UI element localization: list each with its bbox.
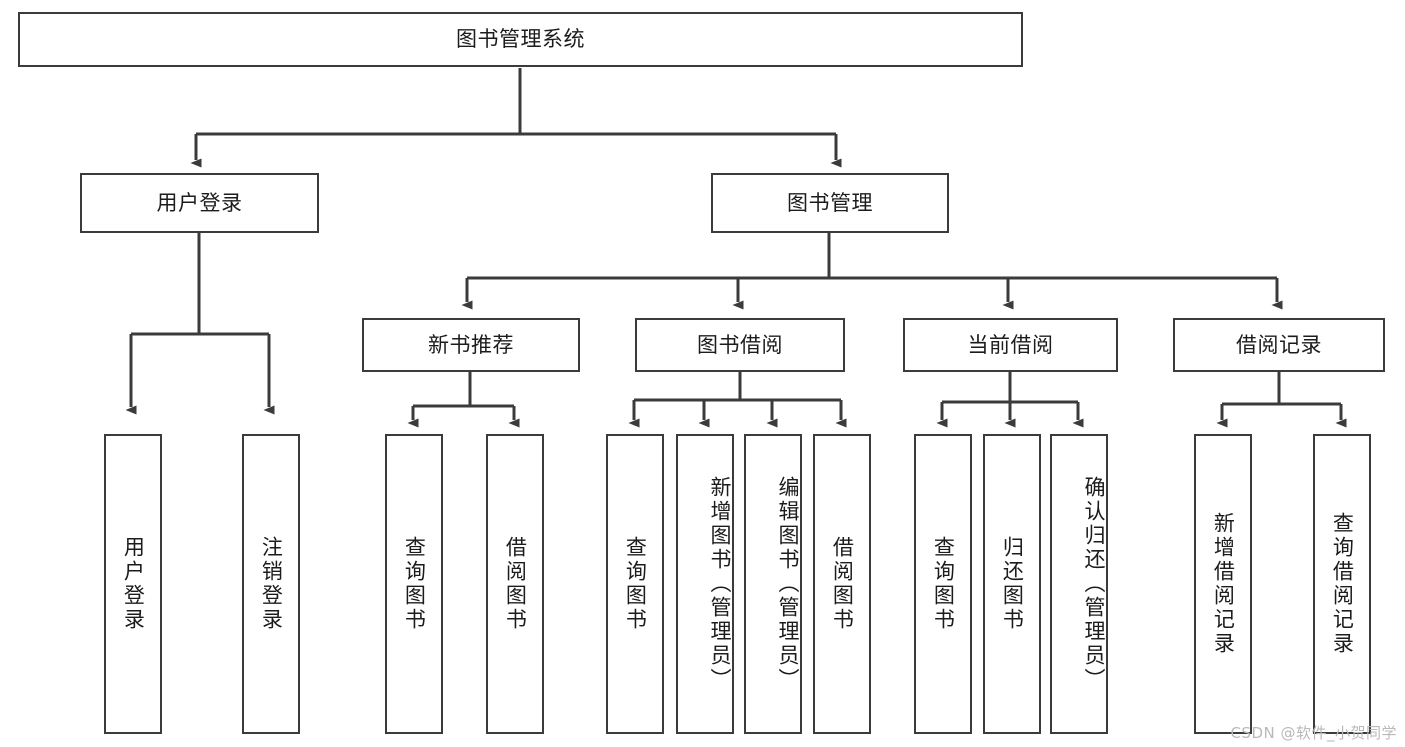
leaf-return-book-label: 归还图书	[1000, 536, 1025, 632]
leaf-query-book-current[interactable]: 查询图书	[914, 434, 972, 734]
leaf-query-borrow-record[interactable]: 查询借阅记录	[1313, 434, 1371, 734]
leaf-user-login-label: 用户登录	[121, 536, 146, 632]
node-borrow-records[interactable]: 借阅记录	[1173, 318, 1385, 372]
node-current-borrow-label: 当前借阅	[967, 332, 1054, 357]
leaf-borrow-book[interactable]: 借阅图书	[813, 434, 871, 734]
node-root[interactable]: 图书管理系统	[18, 12, 1023, 67]
leaf-confirm-return-admin-label: 确认归还（管理员）	[1082, 476, 1106, 692]
node-book-borrow-label: 图书借阅	[697, 332, 783, 357]
leaf-add-book-admin-label: 新增图书（管理员）	[708, 476, 732, 692]
node-book-management-label: 图书管理	[787, 190, 873, 215]
node-user-login[interactable]: 用户登录	[80, 173, 319, 233]
leaf-query-borrow-record-label: 查询借阅记录	[1330, 512, 1355, 656]
leaf-edit-book-admin-label: 编辑图书（管理员）	[776, 476, 800, 692]
leaf-add-borrow-record[interactable]: 新增借阅记录	[1194, 434, 1252, 734]
node-new-book-recommend[interactable]: 新书推荐	[362, 318, 580, 372]
leaf-query-book-borrow[interactable]: 查询图书	[606, 434, 664, 734]
leaf-query-book-current-label: 查询图书	[931, 536, 956, 632]
node-user-login-label: 用户登录	[156, 190, 243, 215]
leaf-return-book[interactable]: 归还图书	[983, 434, 1041, 734]
leaf-logout-label: 注销登录	[259, 536, 284, 632]
watermark: CSDN @软件_小贺同学	[1230, 724, 1397, 742]
node-current-borrow[interactable]: 当前借阅	[903, 318, 1118, 372]
leaf-query-book-recommend[interactable]: 查询图书	[385, 434, 443, 734]
leaf-logout[interactable]: 注销登录	[242, 434, 300, 734]
leaf-borrow-book-recommend-label: 借阅图书	[503, 536, 528, 632]
leaf-borrow-book-label: 借阅图书	[830, 536, 855, 632]
leaf-query-book-recommend-label: 查询图书	[402, 536, 427, 632]
leaf-edit-book-admin[interactable]: 编辑图书（管理员）	[744, 434, 802, 734]
leaf-confirm-return-admin[interactable]: 确认归还（管理员）	[1050, 434, 1108, 734]
node-book-borrow[interactable]: 图书借阅	[635, 318, 845, 372]
leaf-user-login[interactable]: 用户登录	[104, 434, 162, 734]
leaf-borrow-book-recommend[interactable]: 借阅图书	[486, 434, 544, 734]
leaf-add-borrow-record-label: 新增借阅记录	[1211, 512, 1236, 656]
node-book-management[interactable]: 图书管理	[711, 173, 949, 233]
leaf-query-book-borrow-label: 查询图书	[623, 536, 648, 632]
leaf-add-book-admin[interactable]: 新增图书（管理员）	[676, 434, 734, 734]
node-borrow-records-label: 借阅记录	[1236, 332, 1322, 357]
node-new-book-recommend-label: 新书推荐	[428, 332, 514, 357]
node-root-label: 图书管理系统	[456, 27, 585, 52]
